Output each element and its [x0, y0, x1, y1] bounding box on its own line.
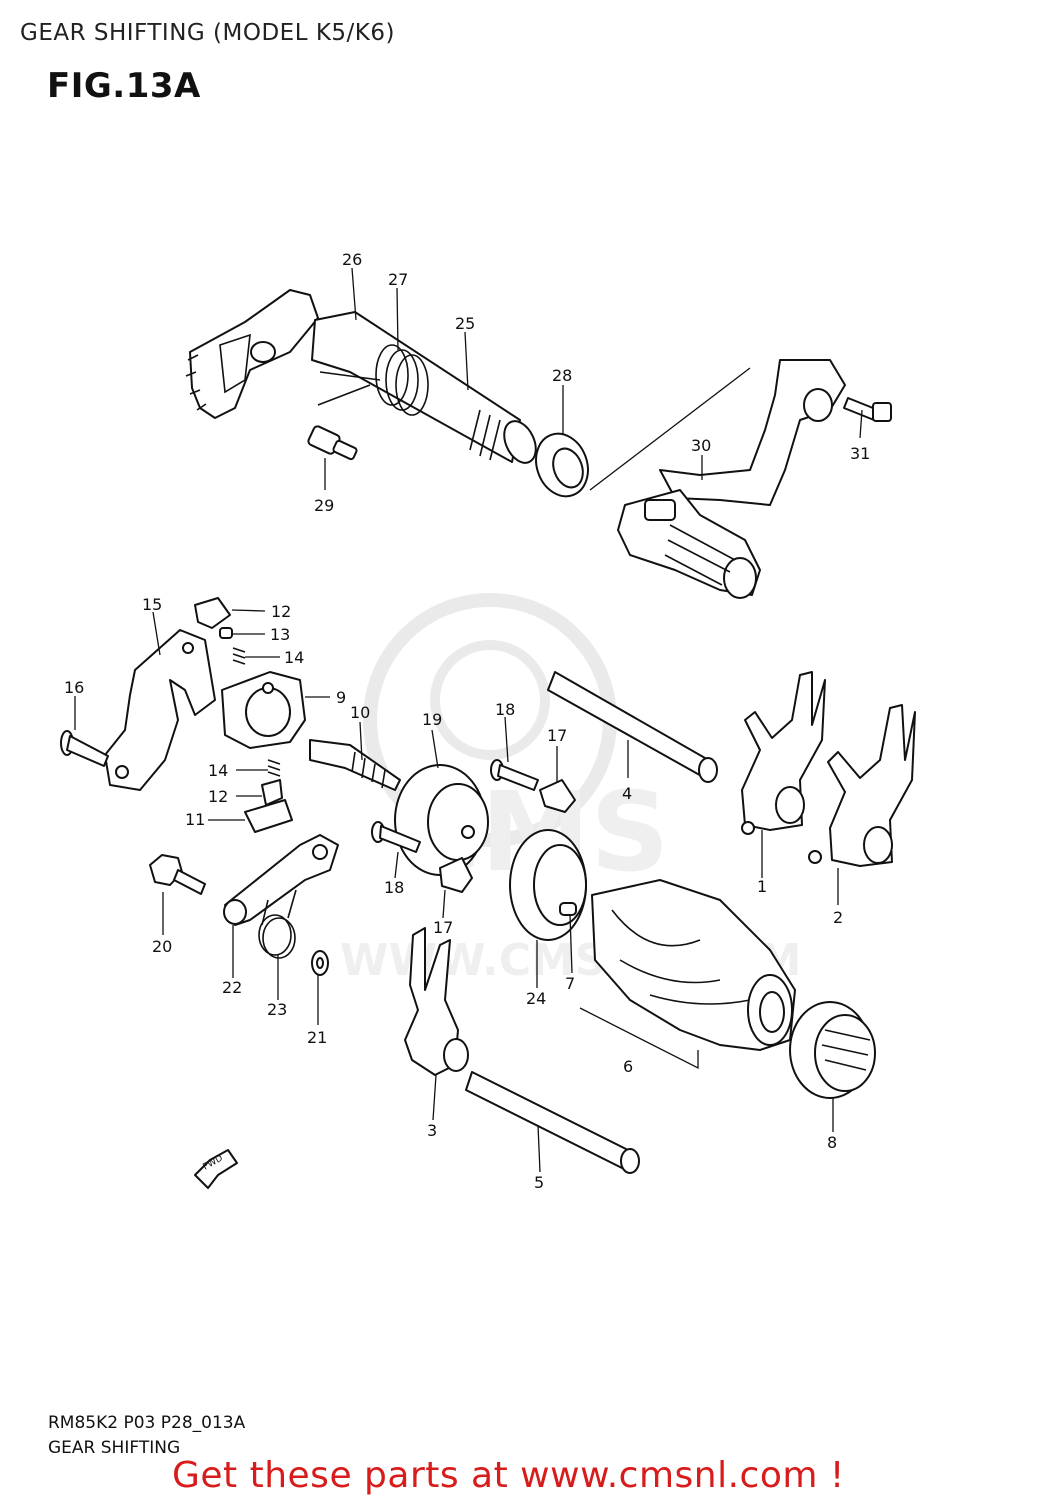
- leader-lines: [74, 267, 863, 1173]
- callout-19: 19: [422, 710, 442, 729]
- callout-18-upper: 18: [495, 700, 515, 719]
- cmsnl-promo-link[interactable]: Get these parts at www.cmsnl.com !: [172, 1455, 845, 1496]
- callout-2: 2: [833, 908, 843, 927]
- part-17-pin-upper: [539, 779, 576, 813]
- part-3-shift-fork: [404, 927, 469, 1076]
- callout-6: 6: [623, 1057, 633, 1076]
- callout-15: 15: [142, 595, 162, 614]
- part-26-shift-arm: [185, 289, 319, 419]
- callout-4: 4: [622, 784, 632, 803]
- callout-14-lower: 14: [208, 761, 228, 780]
- part-16-bolt: [60, 730, 109, 767]
- part-18-screw-lower: [371, 821, 421, 853]
- part-9-gearshift-cam: [221, 671, 306, 749]
- callout-7: 7: [565, 974, 575, 993]
- part-4-fork-shaft: [547, 671, 718, 783]
- callout-5: 5: [534, 1173, 544, 1192]
- part-5-fork-shaft: [465, 1071, 640, 1174]
- callout-30: 30: [691, 436, 711, 455]
- callout-8: 8: [827, 1133, 837, 1152]
- part-15-stopper-plate: [104, 629, 216, 791]
- callout-14-upper: 14: [284, 648, 304, 667]
- part-1-shift-fork: [741, 671, 826, 835]
- part-10-bolt: [309, 739, 401, 791]
- part-14-spring-top: [232, 647, 246, 665]
- diagram-code: RM85K2 P03 P28_013A: [48, 1413, 246, 1433]
- part-25-gearshift-shaft: [311, 311, 537, 464]
- callout-23: 23: [267, 1000, 287, 1019]
- part-17-pin-lower: [439, 857, 473, 893]
- part-22-stopper-arm: [223, 834, 339, 926]
- callout-3: 3: [427, 1121, 437, 1140]
- part-2-shift-fork: [808, 704, 916, 867]
- part-11-stopper: [244, 799, 293, 833]
- callout-31: 31: [850, 444, 870, 463]
- fwd-arrow-icon: FWD: [194, 1149, 238, 1189]
- callout-27: 27: [388, 270, 408, 289]
- callout-28: 28: [552, 366, 572, 385]
- part-30-gearshift-lever: [617, 359, 846, 599]
- part-23-spring: [258, 889, 297, 959]
- callout-12-upper: 12: [271, 602, 291, 621]
- callout-12-lower: 12: [208, 787, 228, 806]
- callout-17-lower: 17: [433, 918, 453, 937]
- part-21-washer: [311, 950, 329, 976]
- callout-1: 1: [757, 877, 767, 896]
- part-7-pin: [559, 902, 577, 916]
- callout-numbers: 26 27 25 28 29 30 31 15 12 13 14 16 9 10…: [64, 250, 870, 1192]
- callout-20: 20: [152, 937, 172, 956]
- callout-10: 10: [350, 703, 370, 722]
- callout-26: 26: [342, 250, 362, 269]
- callout-21: 21: [307, 1028, 327, 1047]
- callout-25: 25: [455, 314, 475, 333]
- figure-title: FIG.13A: [47, 66, 201, 106]
- part-13-pin: [219, 627, 233, 639]
- callout-18-lower: 18: [384, 878, 404, 897]
- part-12-cap-top: [194, 597, 231, 629]
- page-header: GEAR SHIFTING (MODEL K5/K6): [20, 20, 395, 46]
- part-24-bearing: [509, 829, 587, 941]
- part-12-cap-lower: [261, 779, 283, 806]
- callout-24: 24: [526, 989, 546, 1008]
- callout-17-upper: 17: [547, 726, 567, 745]
- part-29-bolt: [307, 425, 358, 461]
- callout-13: 13: [270, 625, 290, 644]
- part-8-needle-bearing: [789, 1001, 876, 1099]
- diagram-name: GEAR SHIFTING: [48, 1438, 181, 1458]
- callout-16: 16: [64, 678, 84, 697]
- part-20-bolt: [149, 854, 206, 895]
- callout-29: 29: [314, 496, 334, 515]
- part-31-bolt: [843, 397, 892, 422]
- callout-9: 9: [336, 688, 346, 707]
- part-18-screw-upper: [490, 759, 539, 791]
- part-28-oil-seal: [535, 432, 589, 498]
- callout-22: 22: [222, 978, 242, 997]
- part-6-cam-drum: [591, 879, 796, 1051]
- callout-11: 11: [185, 810, 205, 829]
- part-27-return-spring: [317, 344, 429, 416]
- part-14-spring-lower: [267, 759, 281, 777]
